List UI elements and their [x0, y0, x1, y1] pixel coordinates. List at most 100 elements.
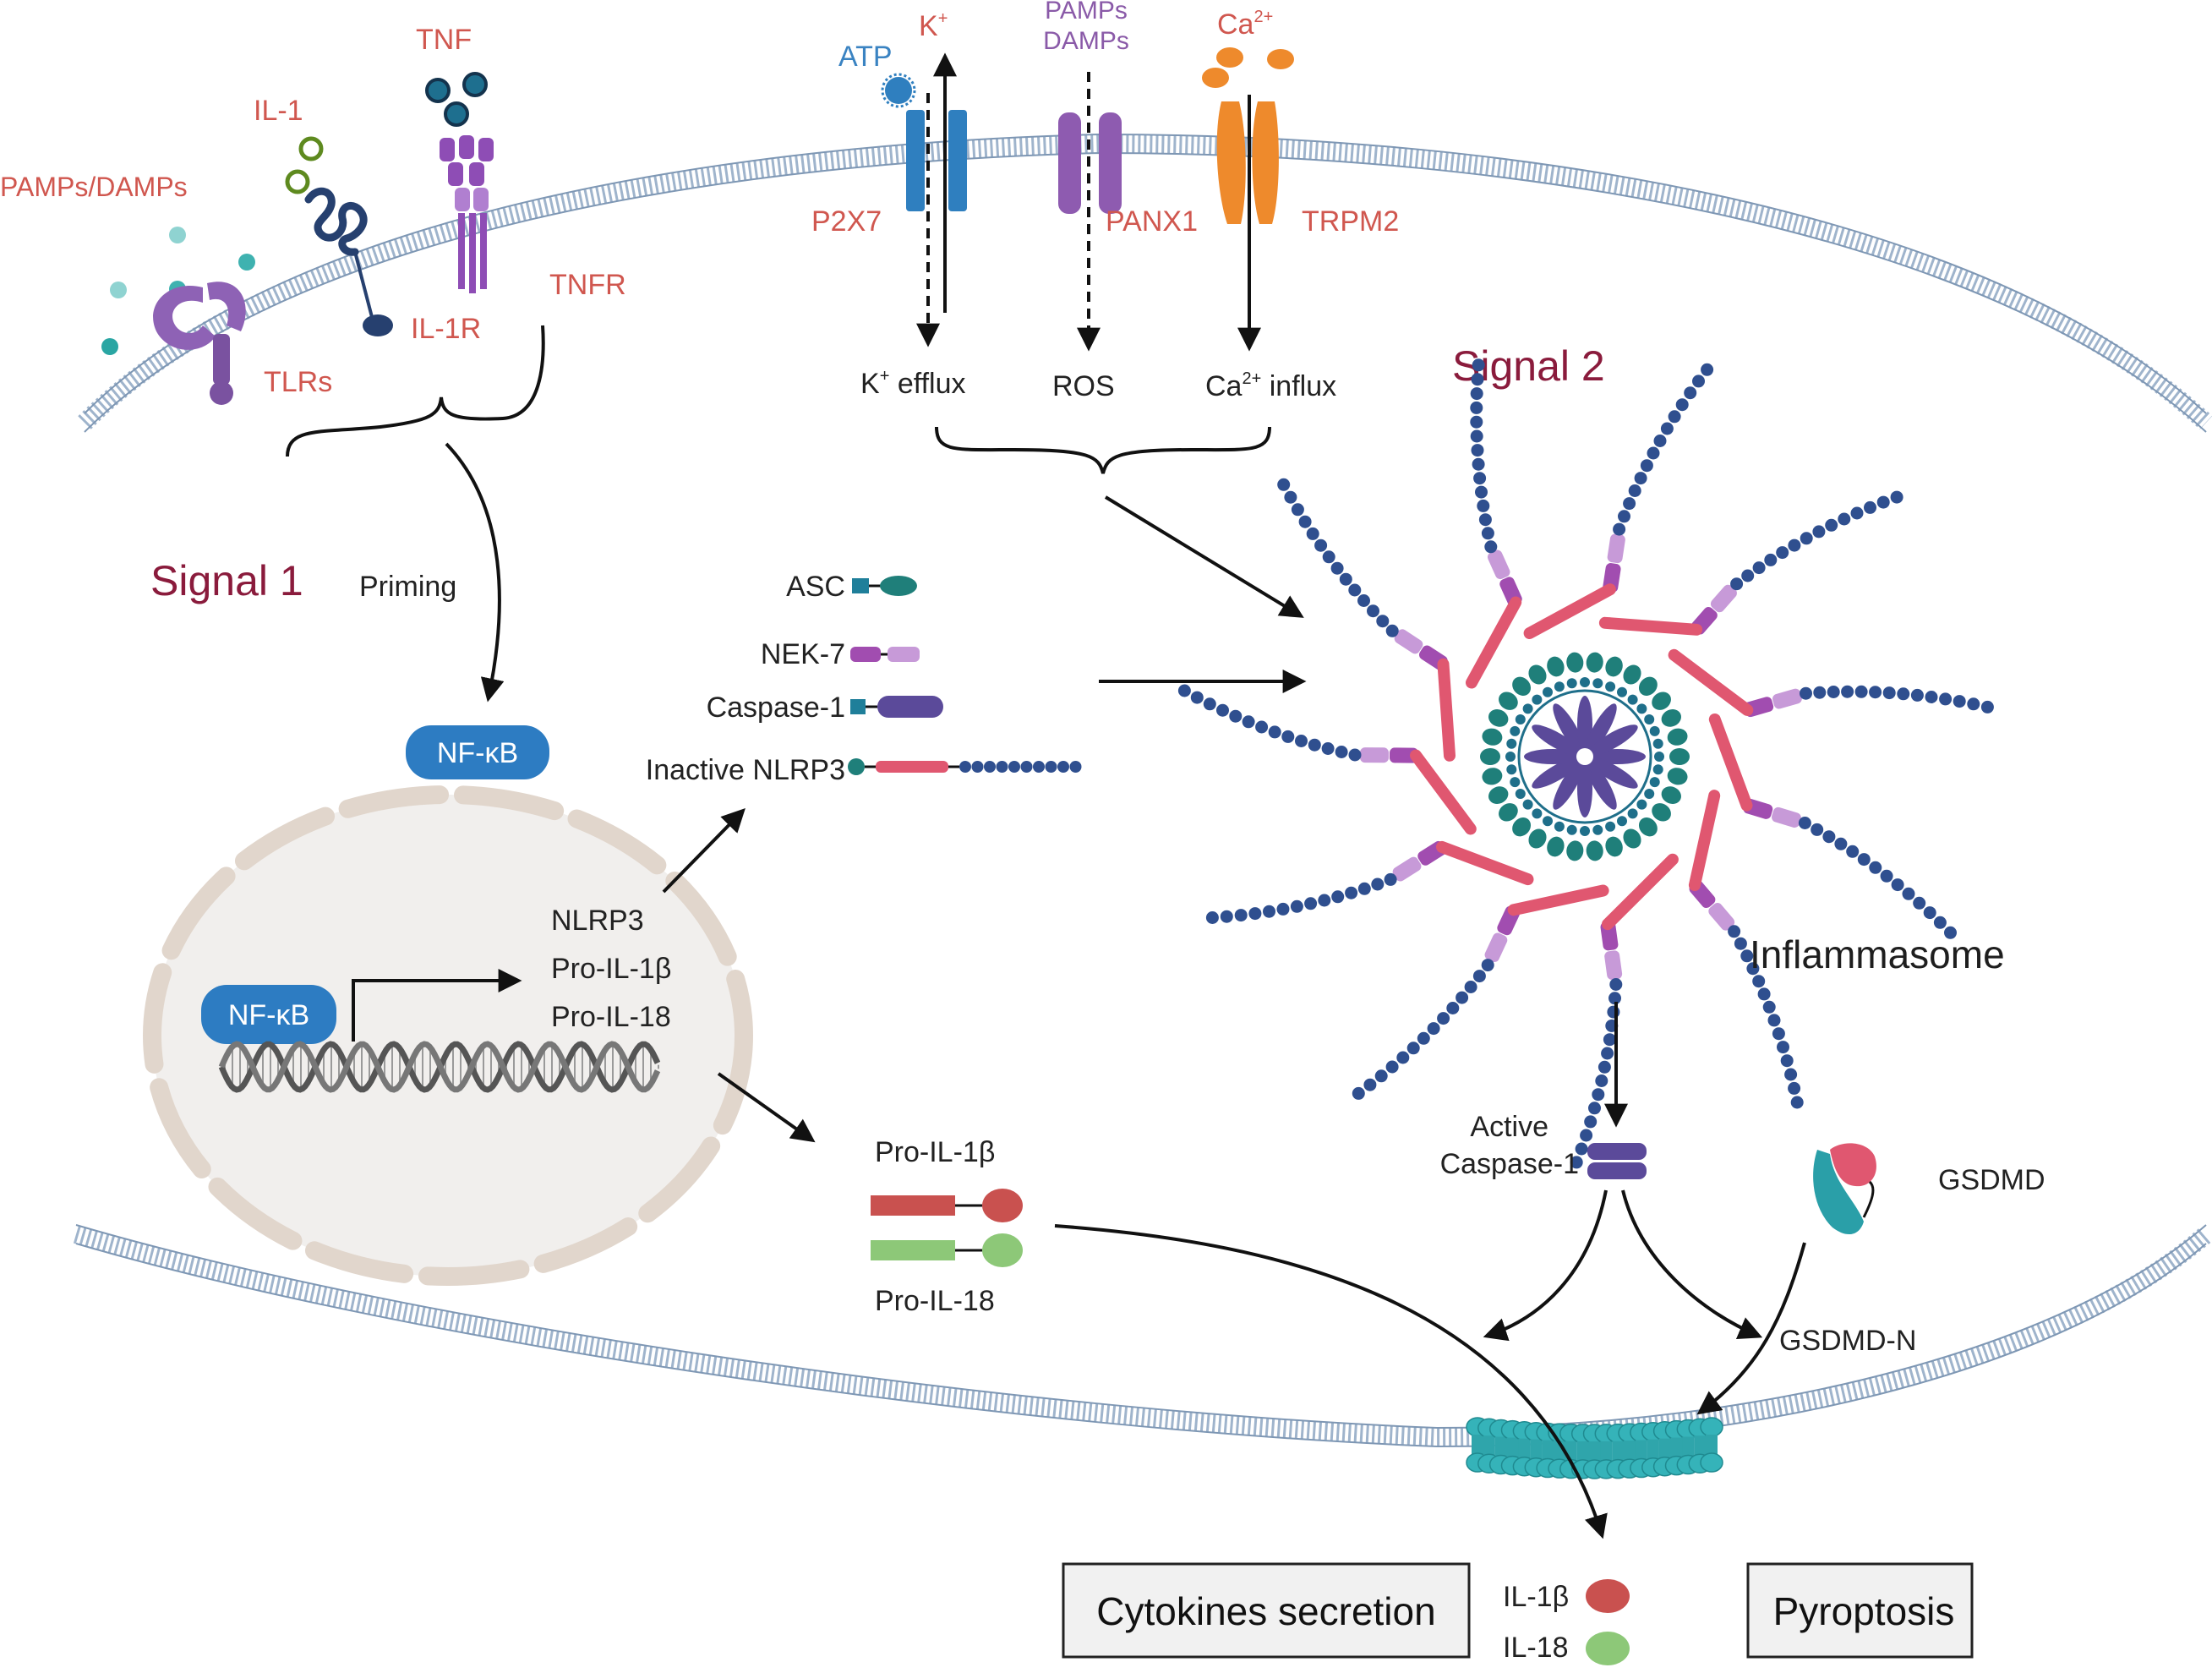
pore-subunit-stem — [1576, 1441, 1589, 1463]
inflammasome-caspase-petal — [1532, 724, 1582, 757]
inflammasome-lrr-bead — [1609, 978, 1623, 991]
inflammasome-asc-bead — [1505, 752, 1516, 762]
inflammasome-asc-bead — [1644, 789, 1655, 799]
inflammasome-nacht-segment — [1410, 749, 1477, 835]
caspase1-label: Caspase-1 — [707, 692, 845, 724]
inflammasome-lrr-bead — [1220, 910, 1233, 923]
inflammasome-lrr-bead — [1471, 444, 1484, 457]
inflammasome-caspase-petal — [1553, 703, 1585, 754]
inflammasome-nacht-segment — [1466, 596, 1522, 689]
caspase-to-gsdmd-arrow — [1621, 1189, 1763, 1340]
inflammasome-lrr-bead — [1668, 410, 1681, 424]
pamps-label: PAMPs — [1045, 0, 1128, 25]
il1-label: IL-1 — [254, 95, 303, 127]
asc-protein — [852, 576, 917, 596]
inflammasome-asc-bead — [1636, 799, 1647, 810]
inflammasome-lrr-bead — [1304, 897, 1318, 910]
inflammasome-lrr-bead — [1684, 386, 1697, 400]
inflammasome-caspase-petal — [1532, 757, 1582, 789]
inflammasome-lrr-bead — [1607, 1005, 1620, 1019]
inflammasome-pyd-bead — [1669, 748, 1690, 765]
inflammasome-nek7-block — [1484, 932, 1508, 963]
ca-influx-text: influx — [1261, 370, 1336, 402]
inflammasome-asc-bead — [1652, 738, 1663, 749]
inflammasome-asc-bead — [1636, 703, 1647, 714]
priming-label: Priming — [359, 571, 456, 603]
inflammasome-lrr-bead — [1864, 500, 1876, 514]
inflammasome-lrr-bead — [1869, 686, 1882, 699]
inflammasome-lrr-bead — [1800, 686, 1812, 700]
inflammasome-lrr-bead — [1437, 1012, 1450, 1025]
nlrp3-lrr-bead — [959, 761, 971, 773]
inflammasome-nek7-block — [1710, 584, 1737, 613]
inflammasome-nacht-segment — [1436, 840, 1534, 886]
inflammasome-lrr-bead — [1613, 522, 1626, 536]
inflammasome-lrr-bead — [1352, 1086, 1365, 1100]
pro-il18-label: Pro-IL-18 — [875, 1285, 995, 1317]
inflammasome-asc-bead — [1605, 821, 1616, 832]
nlrp3-lrr-bead — [1020, 761, 1033, 773]
inflammasome-lrr-bead — [1834, 837, 1848, 850]
pore-subunit-stem — [1694, 1435, 1707, 1458]
pore-subunit-bottom — [1700, 1452, 1723, 1473]
inflammasome-lrr-bead — [1595, 1074, 1608, 1087]
ca-influx-symbol: Ca — [1205, 370, 1243, 402]
gsdmd-cleavage-arrow — [1696, 1242, 1806, 1415]
inflammasome-caspase-petal — [1553, 759, 1585, 810]
inflammasome-asc-bead — [1510, 777, 1521, 788]
inflammasome-pyd-bead — [1667, 768, 1688, 785]
inflammasome-lrr-bead — [1876, 495, 1890, 509]
inflammasome-asc-bead — [1515, 714, 1526, 724]
inflammasome-lrr-bead — [1263, 905, 1275, 918]
nek7-label: NEK-7 — [761, 638, 845, 670]
inflammasome-lrr-bead — [1800, 532, 1813, 545]
inflammasome-lrr-bead — [1475, 485, 1488, 499]
inflammasome-nacht-segment — [1507, 884, 1609, 916]
cytokine-release-arrow — [1054, 1224, 1608, 1539]
inflammasome-lrr-bead — [1598, 1060, 1611, 1074]
inflammasome-caspase-petal — [1585, 703, 1617, 754]
inflammasome-lrr-bead — [1592, 1088, 1605, 1102]
inflammasome-pyd-bead — [1482, 768, 1503, 785]
inflammasome-lrr-bead — [1477, 499, 1490, 512]
inflammasome-lrr-bead — [1446, 1002, 1460, 1014]
inflammasome-lrr-bead — [1385, 1060, 1399, 1074]
inflammasome-asc-bead — [1644, 714, 1655, 724]
cytokines-secretion-label: Cytokines secretion — [1096, 1589, 1435, 1633]
p2x7-channel — [906, 110, 967, 211]
inflammasome-lrr-bead — [1634, 472, 1647, 485]
active-label: Active — [1470, 1111, 1548, 1143]
inflammasome-pyd-bead — [1488, 709, 1509, 727]
inflammasome-asc-bead — [1580, 826, 1590, 836]
caspase-to-cytokine-arrow — [1483, 1189, 1608, 1342]
inflammasome-caspase-petal — [1585, 759, 1617, 810]
inflammasome-lrr-bead — [1923, 906, 1936, 920]
pore-subunit-stem — [1600, 1441, 1613, 1463]
inflammasome-lrr-bead — [1348, 583, 1362, 597]
p2x7-label: P2X7 — [811, 205, 882, 238]
pore-subunit-stem — [1647, 1439, 1659, 1462]
pore-subunit-stem — [1506, 1437, 1519, 1460]
k-efflux-text: efflux — [889, 368, 965, 400]
inflammasome-lrr-bead — [1371, 878, 1385, 891]
inflammasome-lrr-bead — [1570, 1156, 1583, 1169]
inflammasome-lrr-bead — [1827, 686, 1840, 698]
inflammasome-lrr-bead — [1580, 1129, 1593, 1142]
inflammasome-caspase-petal — [1587, 757, 1638, 789]
inflammasome-lrr-bead — [1728, 925, 1741, 938]
nfkb-nucleus: NF-κB — [201, 985, 336, 1044]
k-ion-charge: + — [938, 9, 948, 28]
inflammasome-asc-bead — [1506, 764, 1517, 775]
nlrp3-lrr-bead — [996, 761, 1008, 773]
inflammasome-lrr-bead — [1314, 539, 1328, 552]
pore-subunit-stem — [1542, 1440, 1554, 1463]
inflammasome-nek7-block — [1772, 688, 1802, 709]
inflammasome-lrr-bead — [1913, 896, 1926, 910]
k-efflux-symbol: K — [860, 368, 880, 400]
inflammasome-asc-bead — [1543, 686, 1553, 697]
inflammasome-pyd-bead — [1480, 748, 1500, 765]
inflammasome-lrr-bead — [1857, 853, 1871, 867]
pamps-damps-particles — [101, 227, 255, 355]
inflammasome-asc-bead — [1510, 725, 1521, 736]
gsdmd-n-label: GSDMD-N — [1779, 1325, 1916, 1357]
